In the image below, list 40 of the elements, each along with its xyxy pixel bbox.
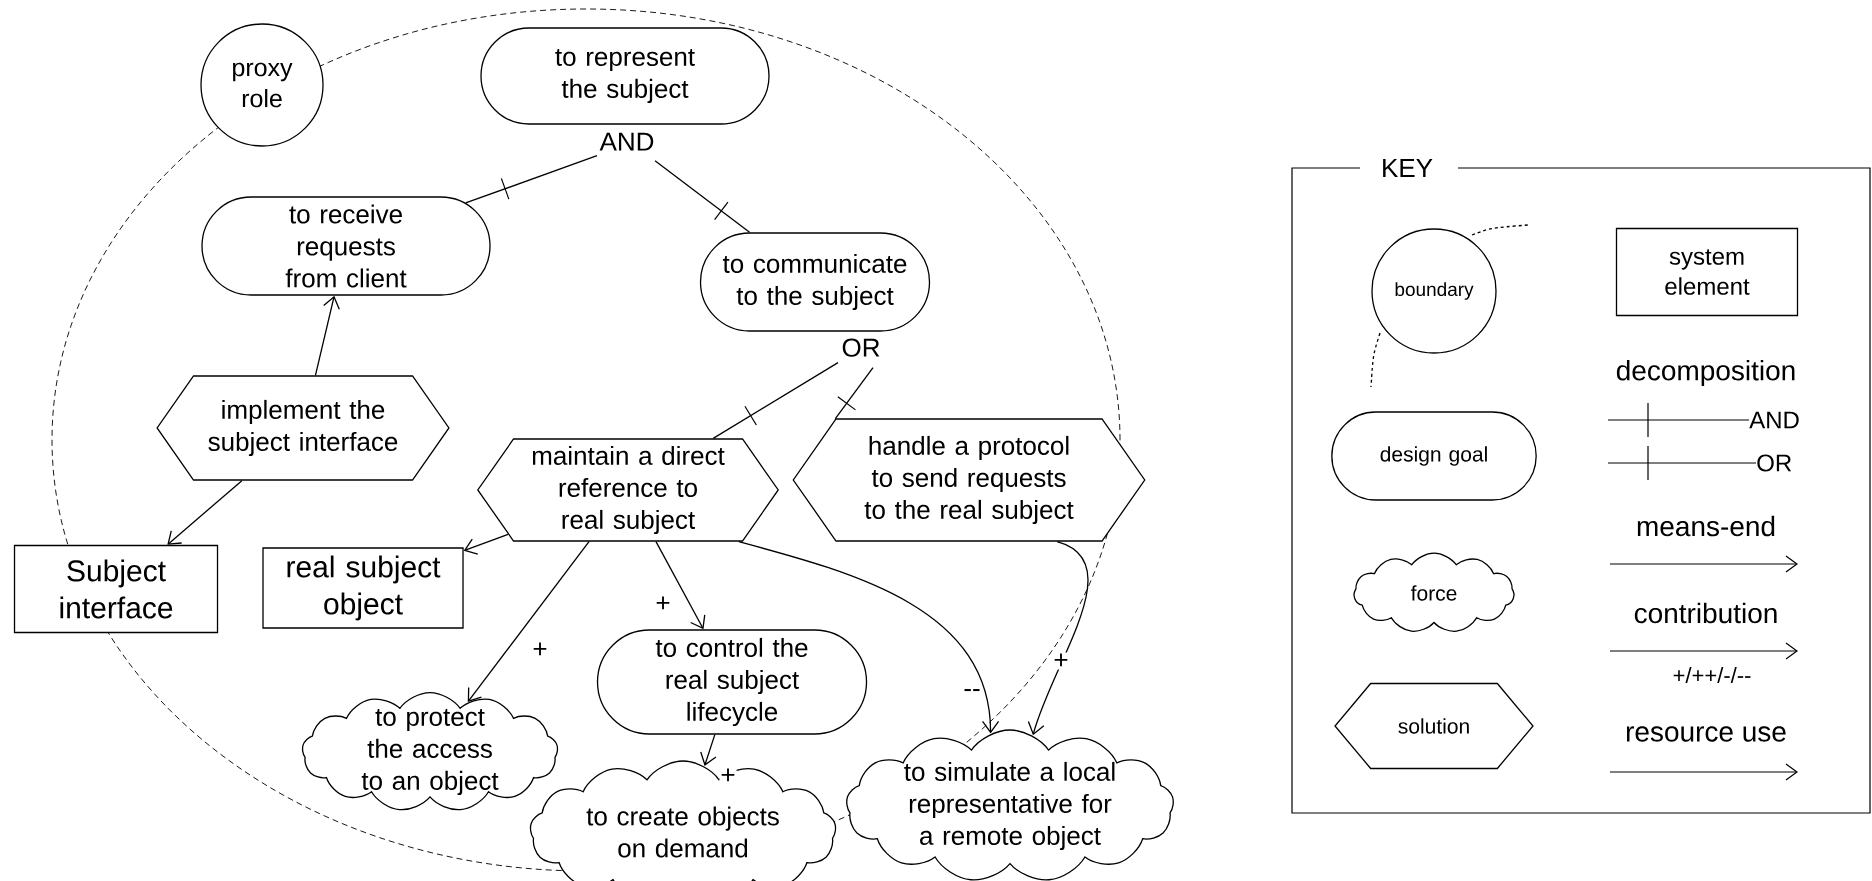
decomposition-label: AND bbox=[599, 132, 654, 151]
goal-pill: to receive requests from client bbox=[201, 196, 491, 296]
arrow bbox=[314, 295, 340, 376]
decomposition-link bbox=[712, 362, 839, 439]
edge-label: + bbox=[719, 767, 737, 785]
arrow bbox=[738, 541, 1000, 734]
legend-text: OR bbox=[1757, 454, 1792, 472]
legend-label: contribution bbox=[1634, 602, 1777, 624]
arrow bbox=[655, 541, 706, 630]
arrow bbox=[463, 533, 509, 555]
legend-title: KEY bbox=[1383, 159, 1433, 177]
goal-pill: to control the real subject lifecycle bbox=[596, 629, 868, 735]
decomposition-link bbox=[654, 160, 751, 233]
legend-label: decomposition bbox=[1616, 359, 1795, 387]
legend-label: means-end bbox=[1637, 515, 1775, 537]
solution-hexagon: implement the subject interface bbox=[156, 375, 450, 481]
edge-label: + bbox=[1052, 652, 1070, 670]
edge-label: + bbox=[531, 641, 549, 659]
arrow bbox=[467, 541, 590, 703]
arrow bbox=[700, 734, 717, 766]
node-label: to simulate a local representative for a remote object bbox=[904, 761, 1115, 851]
decomposition-link bbox=[834, 367, 874, 420]
arrow bbox=[167, 480, 243, 545]
decomposition-label: OR bbox=[842, 338, 880, 357]
element-box: Subject interface bbox=[13, 544, 219, 634]
edge-label: -- bbox=[962, 688, 982, 698]
node-label: to create objects on demand bbox=[586, 806, 779, 858]
solution-hexagon: maintain a direct reference to real subject bbox=[477, 438, 779, 542]
edge-label: + bbox=[654, 595, 672, 613]
decomposition-link bbox=[465, 155, 598, 204]
legend-text: AND bbox=[1749, 411, 1799, 429]
legend-text: +/++/-/-- bbox=[1673, 666, 1751, 684]
goal-pill: to represent the subject bbox=[480, 27, 770, 125]
arrow bbox=[1027, 541, 1089, 736]
goal-pill: to communicate to the subject bbox=[699, 232, 931, 332]
force-cloud: to simulate a local representative for a remote object bbox=[846, 729, 1174, 881]
force-cloud: to protect the access to an object bbox=[301, 692, 559, 811]
element-box: real subject object bbox=[262, 547, 464, 629]
legend-label: resource use bbox=[1626, 726, 1786, 742]
solution-hexagon: handle a protocol to send requests to the real subject bbox=[792, 418, 1146, 542]
